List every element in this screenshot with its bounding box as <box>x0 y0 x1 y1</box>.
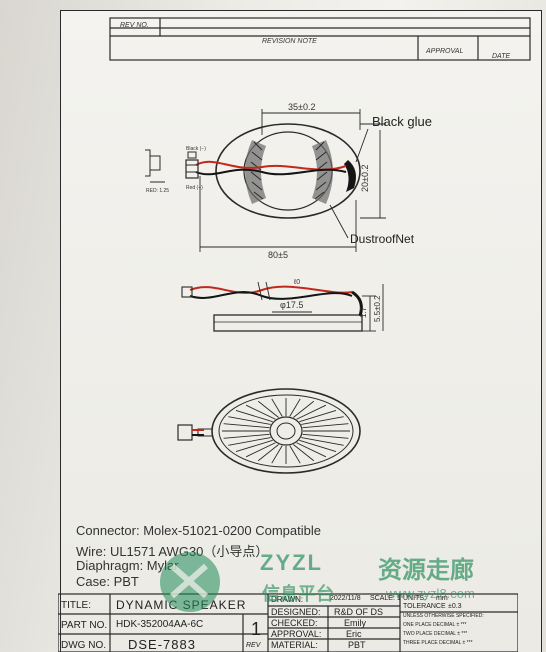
label-connector-pin: RED: 1.25 <box>146 188 169 194</box>
spec-case: Case: PBT <box>76 574 139 589</box>
diaphragm-rib <box>302 423 349 429</box>
dimension-lines <box>199 109 386 252</box>
drawn-label: DRAWN: <box>271 595 304 604</box>
watermark-logo-icon <box>160 552 220 612</box>
designed-value: R&D OF DS <box>334 607 384 617</box>
spec-diaphragm: Diaphragm: Mylar <box>76 558 179 573</box>
label-red-plus: Red (+) <box>186 185 203 191</box>
diaphragm-rib <box>271 398 283 417</box>
rev-no-header: REV NO. <box>120 22 149 29</box>
diaphragm-rib <box>223 423 270 429</box>
dim-diameter: φ17.5 <box>280 300 303 310</box>
dim-thickness-small: 1.7 <box>359 306 368 318</box>
diaphragm-rib <box>299 439 337 453</box>
diaphragm-rib <box>302 433 349 439</box>
callout-dustproof-net: DustroofNet <box>350 232 415 246</box>
watermark: ZYZL 资源走廊 信息平台 www.zyzl8.com <box>150 548 510 612</box>
diaphragm-rib <box>293 400 315 418</box>
approval-value: Eric <box>346 629 362 639</box>
dwg-value: DSE-7883 <box>128 637 196 652</box>
diaphragm-rib <box>257 444 279 462</box>
unless-note: UNLESS OTHERWISE SPECIFIED: <box>403 613 484 619</box>
diaphragm-rib <box>271 445 283 464</box>
diaphragm-rib <box>301 416 344 425</box>
three-place-decimal: THREE PLACE DECIMAL ± *** <box>403 640 473 646</box>
watermark-cn-sub: 信息平台 <box>262 584 334 604</box>
checked-value: Emily <box>344 618 366 628</box>
diaphragm-rib <box>296 442 327 458</box>
watermark-brand: ZYZL <box>260 550 323 575</box>
callout-black-glue: Black glue <box>372 114 432 129</box>
revision-note-header: REVISION NOTE <box>262 38 317 45</box>
diaphragm-rib <box>235 439 273 453</box>
material-label: MATERIAL: <box>271 640 318 650</box>
units-value: mm <box>436 595 448 602</box>
diaphragm-rib <box>228 437 271 446</box>
label-black-minus: Black (−) <box>186 146 206 152</box>
side-view <box>181 281 384 332</box>
dim-height: 20±0.2 <box>360 165 370 192</box>
rev-label: REV <box>246 642 261 649</box>
dwg-label: DWG NO. <box>61 640 106 651</box>
units-label: UNITS: <box>403 595 426 602</box>
designed-label: DESIGNED: <box>271 607 321 617</box>
drawn-date: 2022/11/8 <box>330 595 361 602</box>
diaphragm-rib <box>245 404 276 420</box>
dim-wire-length: 80±5 <box>268 250 288 260</box>
revision-table <box>109 17 531 61</box>
material-value: PBT <box>348 640 366 650</box>
checked-label: CHECKED: <box>271 618 318 628</box>
diaphragm-rib <box>257 400 279 418</box>
watermark-cn-main: 资源走廊 <box>378 557 474 584</box>
tolerance-label: TOLERANCE <box>403 603 446 610</box>
bottom-view <box>177 388 361 474</box>
approval-label: APPROVAL: <box>271 629 322 639</box>
dim-thickness-total: 5.5±0.2 <box>373 295 382 322</box>
part-value: HDK-352004AA-6C <box>116 619 204 630</box>
spec-wire: Wire: UL1571 AWG30（小导点） <box>76 544 269 559</box>
tolerance-value: ±0.3 <box>448 603 462 610</box>
title-block: TITLE: DYNAMIC SPEAKER PART NO. HDK-3520… <box>58 592 518 652</box>
approval-header: APPROVAL <box>425 48 463 55</box>
wire-marker: ℓ0 <box>293 279 300 286</box>
date-header: DATE <box>492 53 510 60</box>
diaphragm-rib <box>289 398 301 417</box>
part-label: PART NO. <box>61 620 108 631</box>
connector-detail <box>145 149 197 183</box>
diaphragm-rib <box>245 442 276 458</box>
watermark-site: www.zyzl8.com <box>386 586 475 601</box>
diaphragm-rib <box>299 409 337 423</box>
dim-width: 35±0.2 <box>288 102 315 112</box>
diaphragm-rib <box>289 445 301 464</box>
diaphragm-rib <box>296 404 327 420</box>
one-place-decimal: ONE PLACE DECIMAL ± *** <box>403 622 467 628</box>
spec-connector: Connector: Molex-51021-0200 Compatible <box>76 523 321 538</box>
top-view <box>185 123 361 219</box>
diaphragm-rib <box>228 416 271 425</box>
diaphragm-rib <box>293 444 315 462</box>
two-place-decimal: TWO PLACE DECIMAL ± *** <box>403 631 468 637</box>
title-label: TITLE: <box>61 600 92 611</box>
diaphragm-rib <box>235 409 273 423</box>
sheet-number: 1 <box>251 619 262 639</box>
scale-label: SCALE: 1 <box>370 595 401 602</box>
diaphragm-rib <box>223 433 270 439</box>
diaphragm-rib <box>301 437 344 446</box>
